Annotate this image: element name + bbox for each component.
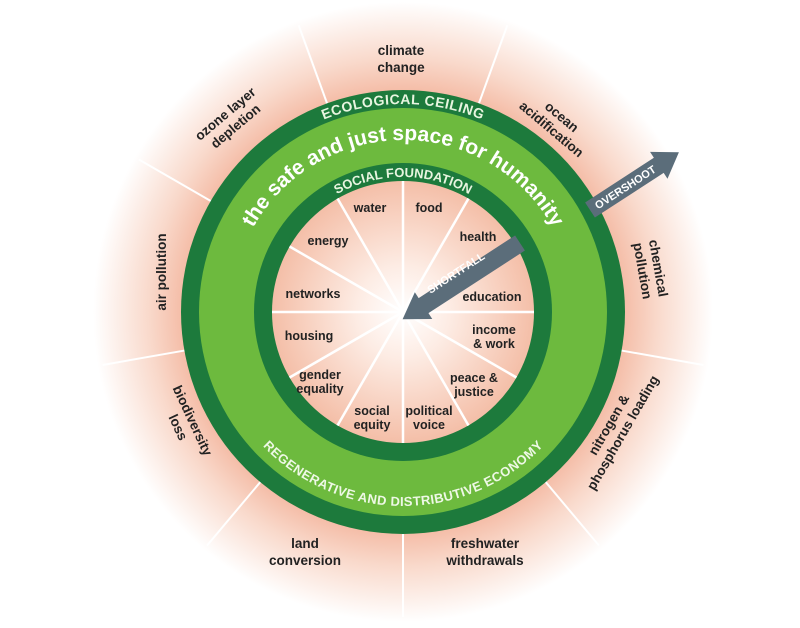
- label-peace-justice: peace &justice: [450, 371, 498, 399]
- outer-divider-line: [544, 481, 600, 547]
- inner-divider-line: [401, 197, 470, 313]
- label-energy: energy: [308, 234, 349, 248]
- label-education: education: [462, 290, 521, 304]
- shortfall-arrow: [402, 235, 525, 320]
- inner-divider-line: [288, 310, 404, 379]
- label-income-work: income& work: [472, 323, 516, 351]
- label-air-pollution: air pollution: [154, 233, 169, 310]
- label-food: food: [415, 201, 442, 215]
- inner-divider-line: [336, 197, 405, 313]
- outer-divider-line: [621, 349, 704, 366]
- inner-divider-line: [402, 310, 518, 379]
- outer-divider-line: [206, 481, 262, 547]
- label-water: water: [353, 201, 387, 215]
- inner-divider-line: [401, 311, 470, 427]
- label-networks: networks: [286, 287, 341, 301]
- inner-divider-line: [288, 245, 404, 314]
- outer-divider-line: [477, 25, 509, 104]
- label-housing: housing: [285, 329, 334, 343]
- inner-divider-line: [336, 311, 405, 427]
- label-health: health: [460, 230, 497, 244]
- outer-divider-line: [102, 349, 185, 366]
- outer-divider-line: [138, 158, 212, 202]
- outer-divider-line: [297, 25, 329, 104]
